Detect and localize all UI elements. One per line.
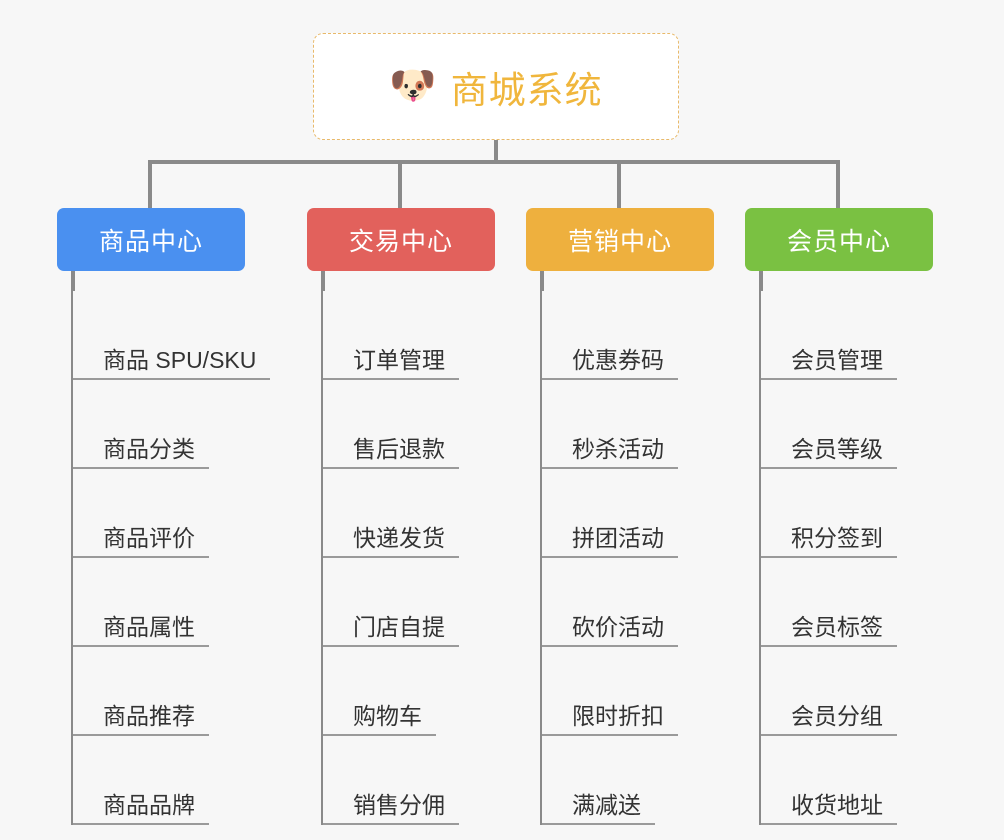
- list-item[interactable]: 优惠券码: [542, 291, 714, 380]
- branch-header-trade-center[interactable]: 交易中心: [307, 208, 495, 271]
- connector-branch-stub-4: [759, 271, 763, 291]
- list-item[interactable]: 商品评价: [73, 469, 245, 558]
- branch-marketing-center: 营销中心 优惠券码 秒杀活动 拼团活动 砍价活动 限时折扣 满减送: [526, 208, 714, 825]
- list-item-label: 商品 SPU/SKU: [73, 341, 271, 380]
- list-item-label: 秒杀活动: [542, 430, 678, 469]
- branch-member-center: 会员中心 会员管理 会员等级 积分签到 会员标签 会员分组 收货地址: [745, 208, 933, 825]
- branch-header-product-center[interactable]: 商品中心: [57, 208, 245, 271]
- branch-items-trade-center: 订单管理 售后退款 快递发货 门店自提 购物车 销售分佣: [321, 291, 495, 825]
- list-item-label: 商品属性: [73, 608, 209, 647]
- list-item[interactable]: 订单管理: [323, 291, 495, 380]
- list-item-label: 会员管理: [761, 341, 897, 380]
- list-item-label: 优惠券码: [542, 341, 678, 380]
- branch-items-product-center: 商品 SPU/SKU 商品分类 商品评价 商品属性 商品推荐 商品品牌: [71, 291, 271, 825]
- list-item[interactable]: 限时折扣: [542, 647, 714, 736]
- connector-drop-3: [617, 160, 621, 208]
- branch-header-marketing-center[interactable]: 营销中心: [526, 208, 714, 271]
- list-item-label: 商品评价: [73, 519, 209, 558]
- branch-items-member-center: 会员管理 会员等级 积分签到 会员标签 会员分组 收货地址: [759, 291, 933, 825]
- list-item[interactable]: 秒杀活动: [542, 380, 714, 469]
- list-item-label: 购物车: [323, 697, 436, 736]
- dog-face-icon: 🐶: [389, 64, 437, 107]
- list-item-label: 会员分组: [761, 697, 897, 736]
- list-item[interactable]: 售后退款: [323, 380, 495, 469]
- list-item[interactable]: 购物车: [323, 647, 495, 736]
- branch-header-label: 营销中心: [567, 227, 672, 256]
- list-item[interactable]: 收货地址: [761, 736, 933, 825]
- connector-drop-1: [148, 160, 152, 208]
- list-item[interactable]: 砍价活动: [542, 558, 714, 647]
- list-item[interactable]: 会员管理: [761, 291, 933, 380]
- branch-trade-center: 交易中心 订单管理 售后退款 快递发货 门店自提 购物车 销售分佣: [307, 208, 495, 825]
- branch-items-marketing-center: 优惠券码 秒杀活动 拼团活动 砍价活动 限时折扣 满减送: [540, 291, 714, 825]
- list-item-label: 会员标签: [761, 608, 897, 647]
- list-item[interactable]: 商品分类: [73, 380, 245, 469]
- branch-header-label: 交易中心: [348, 227, 453, 256]
- branch-header-label: 会员中心: [786, 227, 891, 256]
- connector-root-stub: [494, 140, 498, 162]
- connector-branch-stub-3: [540, 271, 544, 291]
- list-item[interactable]: 销售分佣: [323, 736, 495, 825]
- list-item-label: 商品推荐: [73, 697, 209, 736]
- list-item[interactable]: 满减送: [542, 736, 714, 825]
- list-item[interactable]: 门店自提: [323, 558, 495, 647]
- connector-horizontal-bus: [148, 160, 840, 164]
- branch-header-label: 商品中心: [98, 227, 203, 256]
- list-item-label: 砍价活动: [542, 608, 678, 647]
- list-item-label: 拼团活动: [542, 519, 678, 558]
- list-item[interactable]: 商品推荐: [73, 647, 245, 736]
- list-item[interactable]: 拼团活动: [542, 469, 714, 558]
- list-item-label: 收货地址: [761, 786, 897, 825]
- connector-drop-2: [398, 160, 402, 208]
- list-item-label: 订单管理: [323, 341, 459, 380]
- root-node[interactable]: 🐶 商城系统: [313, 33, 679, 140]
- list-item[interactable]: 会员等级: [761, 380, 933, 469]
- branch-header-member-center[interactable]: 会员中心: [745, 208, 933, 271]
- connector-branch-stub-1: [71, 271, 75, 291]
- list-item[interactable]: 商品 SPU/SKU: [73, 291, 271, 380]
- list-item-label: 销售分佣: [323, 786, 459, 825]
- list-item-label: 快递发货: [323, 519, 459, 558]
- list-item[interactable]: 会员标签: [761, 558, 933, 647]
- connector-drop-4: [836, 160, 840, 208]
- list-item[interactable]: 快递发货: [323, 469, 495, 558]
- branch-product-center: 商品中心 商品 SPU/SKU 商品分类 商品评价 商品属性 商品推荐 商品品牌: [57, 208, 271, 825]
- list-item[interactable]: 商品属性: [73, 558, 245, 647]
- list-item[interactable]: 会员分组: [761, 647, 933, 736]
- list-item-label: 门店自提: [323, 608, 459, 647]
- list-item-label: 会员等级: [761, 430, 897, 469]
- list-item-label: 售后退款: [323, 430, 459, 469]
- list-item[interactable]: 商品品牌: [73, 736, 245, 825]
- list-item-label: 满减送: [542, 786, 655, 825]
- list-item-label: 商品分类: [73, 430, 209, 469]
- list-item-label: 限时折扣: [542, 697, 678, 736]
- list-item[interactable]: 积分签到: [761, 469, 933, 558]
- connector-branch-stub-2: [321, 271, 325, 291]
- list-item-label: 积分签到: [761, 519, 897, 558]
- root-node-title: 商城系统: [450, 69, 603, 111]
- list-item-label: 商品品牌: [73, 786, 209, 825]
